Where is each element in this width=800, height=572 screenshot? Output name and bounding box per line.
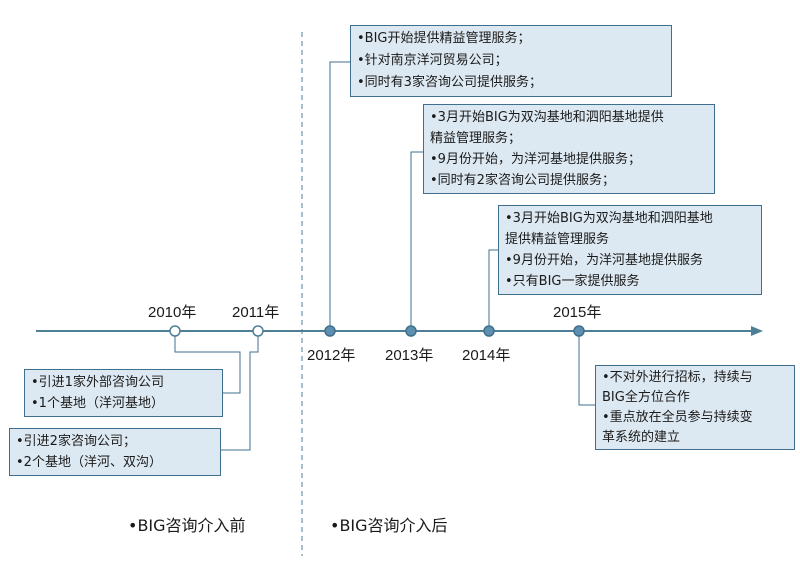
timeline-arrowhead bbox=[751, 326, 763, 336]
box-line: 革系统的建立 bbox=[602, 430, 681, 445]
connector-2014 bbox=[488, 249, 498, 331]
connector-2010 bbox=[174, 331, 241, 394]
connector-2015 bbox=[578, 331, 595, 406]
marker-2010 bbox=[169, 325, 181, 337]
box-line: •引进1家外部咨询公司 bbox=[31, 375, 164, 390]
milestone-box-2010: •引进1家外部咨询公司 •1个基地（洋河基地） bbox=[24, 369, 223, 417]
box-line: •1个基地（洋河基地） bbox=[31, 396, 164, 411]
connector-2011 bbox=[221, 331, 259, 451]
connector-2013 bbox=[410, 151, 423, 331]
year-label-2012: 2012年 bbox=[307, 347, 356, 364]
box-line: •针对南京洋河贸易公司； bbox=[357, 53, 508, 68]
marker-2012 bbox=[324, 325, 336, 337]
milestone-box-2014: •3月开始BIG为双沟基地和泗阳基地 提供精益管理服务 •9月份开始，为洋河基地… bbox=[498, 205, 762, 295]
box-line: BIG全方位合作 bbox=[602, 390, 690, 405]
year-label-2011: 2011年 bbox=[232, 304, 280, 321]
milestone-box-2013: •3月开始BIG为双沟基地和泗阳基地提供 精益管理服务； •9月份开始，为洋河基… bbox=[423, 104, 715, 194]
milestone-box-2012: •BIG开始提供精益管理服务； •针对南京洋河贸易公司； •同时有3家咨询公司提… bbox=[350, 25, 672, 97]
box-line: 提供精益管理服务 bbox=[505, 232, 610, 247]
year-label-2015: 2015年 bbox=[553, 304, 602, 321]
box-line: •同时有3家咨询公司提供服务； bbox=[357, 75, 542, 90]
year-label-2010: 2010年 bbox=[148, 304, 197, 321]
section-label-after: •BIG咨询介入后 bbox=[330, 516, 448, 535]
box-line: •同时有2家咨询公司提供服务； bbox=[430, 173, 615, 188]
year-label-2014: 2014年 bbox=[462, 347, 511, 364]
box-line: •9月份开始，为洋河基地提供服务； bbox=[430, 152, 641, 167]
connector-2012 bbox=[329, 61, 350, 331]
box-line: •9月份开始，为洋河基地提供服务 bbox=[505, 253, 703, 268]
box-line: •不对外进行招标，持续与 bbox=[602, 370, 753, 385]
box-line: 精益管理服务； bbox=[430, 131, 522, 146]
marker-2013 bbox=[405, 325, 417, 337]
box-line: •BIG开始提供精益管理服务； bbox=[357, 31, 531, 46]
milestone-box-2011: •引进2家咨询公司； •2个基地（洋河、双沟） bbox=[9, 428, 221, 476]
box-line: •3月开始BIG为双沟基地和泗阳基地提供 bbox=[430, 110, 664, 125]
year-label-2013: 2013年 bbox=[385, 347, 434, 364]
box-line: •3月开始BIG为双沟基地和泗阳基地 bbox=[505, 211, 713, 226]
box-line: •重点放在全员参与持续变 bbox=[602, 410, 753, 425]
box-line: •只有BIG一家提供服务 bbox=[505, 274, 640, 289]
box-line: •引进2家咨询公司； bbox=[16, 434, 136, 449]
marker-2015 bbox=[573, 325, 585, 337]
milestone-box-2015: •不对外进行招标，持续与 BIG全方位合作 •重点放在全员参与持续变 革系统的建… bbox=[595, 365, 795, 450]
marker-2011 bbox=[252, 325, 264, 337]
marker-2014 bbox=[483, 325, 495, 337]
section-label-before: •BIG咨询介入前 bbox=[128, 516, 246, 535]
box-line: •2个基地（洋河、双沟） bbox=[16, 455, 162, 470]
